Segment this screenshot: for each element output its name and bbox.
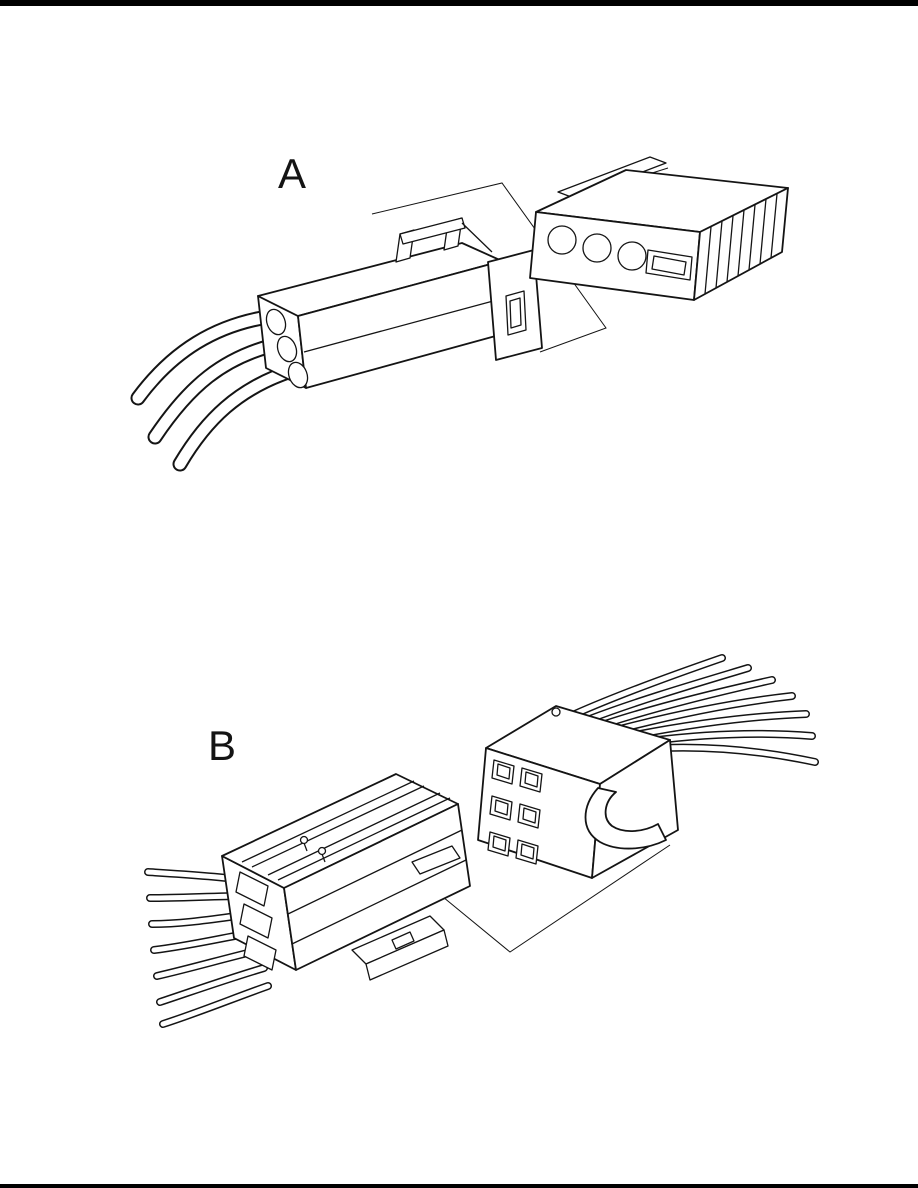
terminal-cavities-b — [487, 759, 543, 865]
rib-line — [704, 226, 712, 295]
wire-core — [160, 983, 271, 1027]
groove-line — [267, 792, 441, 876]
receptacle-ribs-a — [704, 193, 778, 295]
wire-core — [587, 665, 751, 722]
cavity-inner — [522, 807, 537, 824]
index-post — [551, 707, 561, 717]
cable-core — [174, 364, 300, 470]
flange-slot-inner — [509, 297, 522, 329]
pin-head — [299, 835, 309, 845]
rib-line — [748, 204, 756, 271]
plug-end-flange-a — [487, 249, 543, 361]
plug-front-face — [283, 803, 471, 971]
bottom-scan-border — [0, 1184, 918, 1188]
groove-line — [277, 797, 451, 881]
latch-channel — [584, 787, 667, 850]
wire-core — [632, 711, 809, 738]
cavity-inner — [496, 763, 511, 780]
figure-a: A — [130, 150, 789, 472]
top-scan-border — [0, 0, 918, 6]
clip-lower — [365, 929, 449, 981]
wire-core — [659, 745, 818, 765]
receptacle-a — [529, 156, 789, 301]
rib-line — [726, 215, 734, 283]
terminal-hole — [547, 225, 577, 255]
plug-top-grooves — [241, 780, 451, 881]
lock-wedge — [411, 845, 461, 875]
wire-core — [617, 693, 795, 732]
rib-line — [770, 193, 778, 259]
pin-stem — [303, 842, 308, 852]
rib-line — [737, 209, 745, 277]
latch-slot-inner — [651, 255, 687, 276]
terminal-hole — [617, 241, 647, 271]
plug-latch-a — [395, 217, 493, 263]
cable-collar — [276, 335, 298, 363]
cavity-inner — [524, 771, 539, 788]
rib-line — [715, 220, 723, 289]
plug-cables-a — [130, 308, 302, 472]
receptacle-b — [477, 705, 679, 879]
plug-connector-a — [257, 242, 511, 389]
groove-line — [251, 785, 425, 868]
pin-head — [317, 846, 327, 856]
latch-bridge — [399, 217, 466, 245]
figure-b-label: B — [208, 722, 236, 769]
cable-collar — [287, 361, 309, 389]
wire-sockets — [235, 871, 277, 971]
index-pins — [299, 835, 327, 863]
clip-notch — [391, 931, 415, 950]
socket-opening — [243, 935, 277, 971]
row-divider — [287, 829, 463, 915]
cavity-inner — [520, 843, 535, 860]
cable-core — [132, 310, 280, 404]
figure-a-label: A — [278, 150, 306, 197]
plug-panel-line — [303, 296, 509, 353]
groove-line — [241, 780, 415, 863]
cavity-inner — [494, 799, 509, 816]
latch-arm — [461, 222, 493, 253]
pin-stem — [321, 853, 326, 863]
leader-line-b — [442, 844, 671, 953]
wire-core — [602, 677, 775, 727]
socket-opening — [235, 871, 269, 907]
rib-line — [759, 198, 767, 265]
plug-connector-b — [221, 773, 471, 971]
figure-b: B — [144, 654, 819, 1028]
wire-core — [157, 965, 267, 1005]
wire-core — [572, 655, 725, 717]
latch-clip-b — [351, 915, 449, 981]
terminal-hole — [582, 233, 612, 263]
socket-opening — [239, 903, 273, 939]
row-divider — [291, 859, 467, 945]
cavity-inner — [492, 835, 507, 852]
cable-collar — [265, 308, 287, 336]
